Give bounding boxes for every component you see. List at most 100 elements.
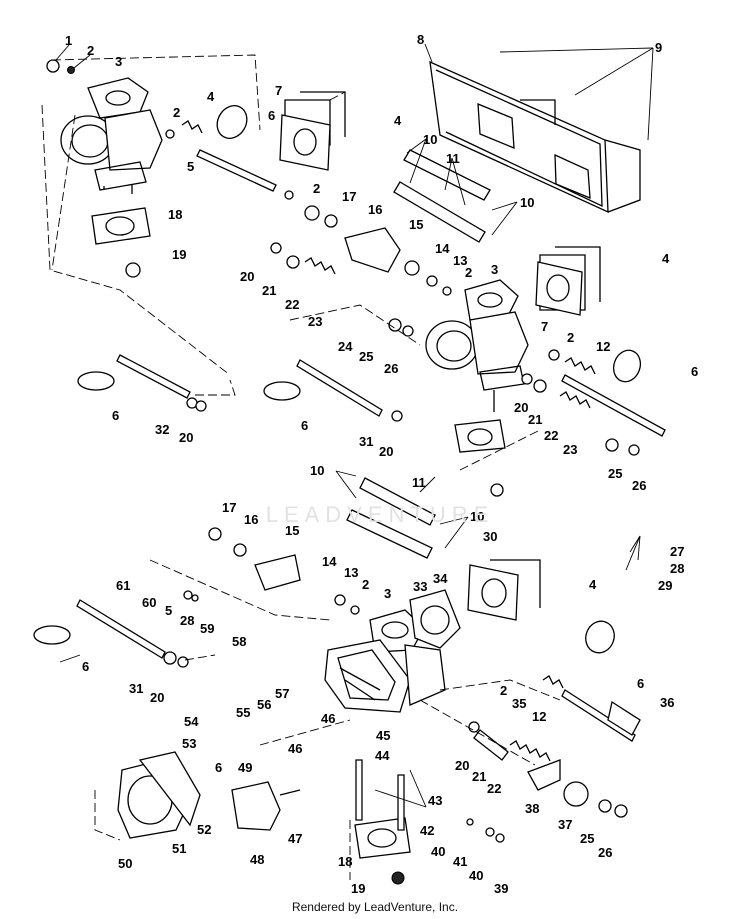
callout-8: 8 [417,32,424,47]
callout-25: 25 [359,349,373,364]
callout-2: 2 [362,577,369,592]
throttle-shafts [76,149,666,742]
callout-21: 21 [528,412,542,427]
callout-16: 16 [244,512,258,527]
callout-4: 4 [207,89,215,104]
callout-42: 42 [420,823,434,838]
callout-39: 39 [494,881,508,896]
adapter-plate-middle [535,261,583,316]
callout-44: 44 [375,748,390,763]
callout-28: 28 [180,613,194,628]
callout-6: 6 [215,760,222,775]
callout-23: 23 [563,442,577,457]
callout-6: 6 [637,676,644,691]
callout-25: 25 [608,466,622,481]
callout-31: 31 [129,681,143,696]
callout-20: 20 [240,269,254,284]
callout-2: 2 [87,43,94,58]
callout-19: 19 [351,881,365,896]
callout-34: 34 [433,571,448,586]
callout-10: 10 [520,195,534,210]
callout-26: 26 [598,845,612,860]
callout-20: 20 [150,690,164,705]
callout-22: 22 [487,781,501,796]
callout-9: 9 [655,40,662,55]
carburetor-upper-left [60,77,163,194]
callout-4: 4 [589,577,597,592]
callout-2: 2 [173,105,180,120]
callout-23: 23 [308,314,322,329]
callout-46: 46 [321,711,335,726]
leader-lines [55,43,654,808]
callout-47: 47 [288,831,302,846]
callout-51: 51 [172,841,186,856]
brackets [254,227,401,591]
gasket-middle [454,419,506,453]
callout-14: 14 [435,241,450,256]
callout-22: 22 [285,297,299,312]
callout-16: 16 [368,202,382,217]
callout-10: 10 [310,463,324,478]
callout-13: 13 [453,253,467,268]
callout-26: 26 [632,478,646,493]
springs [181,120,596,762]
callout-35: 35 [512,696,526,711]
callout-11: 11 [446,151,460,166]
watermark: LEADVENTURE [265,502,495,527]
callout-26: 26 [384,361,398,376]
callout-7: 7 [275,83,282,98]
callout-43: 43 [428,793,442,808]
callout-58: 58 [232,634,246,649]
callout-54: 54 [184,714,199,729]
callout-38: 38 [525,801,539,816]
callout-61: 61 [116,578,130,593]
callout-30: 30 [483,529,497,544]
callout-labels: 1 2 3 2 4 5 6 7 8 9 4 10 11 10 2 17 16 1… [65,32,698,896]
callout-2: 2 [465,265,472,280]
callout-41: 41 [453,854,467,869]
callout-10: 10 [470,509,484,524]
carburetor-middle-right [425,279,529,412]
callout-24: 24 [338,339,353,354]
tubes [346,149,491,559]
callout-55: 55 [236,705,250,720]
callout-52: 52 [197,822,211,837]
callout-15: 15 [285,523,299,538]
callout-20: 20 [514,400,528,415]
callout-20: 20 [455,758,469,773]
callout-5: 5 [165,603,172,618]
callout-12: 12 [532,709,546,724]
callout-53: 53 [182,736,196,751]
callout-4: 4 [662,251,670,266]
callout-3: 3 [491,262,498,277]
callout-37: 37 [558,817,572,832]
callout-60: 60 [142,595,156,610]
callout-20: 20 [379,444,393,459]
assembly-lines [41,54,561,880]
callout-21: 21 [262,283,276,298]
butterfly-discs [33,105,642,654]
callout-6: 6 [691,364,698,379]
lower-assembly-parts [117,589,641,839]
callout-46: 46 [288,741,302,756]
footer-credit: Rendered by LeadVenture, Inc. [291,900,459,914]
callout-50: 50 [118,856,132,871]
callout-3: 3 [384,586,391,601]
callout-3: 3 [115,54,122,69]
callout-6: 6 [82,659,89,674]
callout-11: 11 [412,475,426,490]
callout-22: 22 [544,428,558,443]
gasket-lower [354,817,411,859]
callout-19: 19 [172,247,186,262]
callout-2: 2 [313,181,320,196]
adapter-plate-upper [279,114,331,171]
callout-2: 2 [567,330,574,345]
callout-27: 27 [670,544,684,559]
callout-20: 20 [179,430,193,445]
callout-56: 56 [257,697,271,712]
callout-17: 17 [222,500,236,515]
callout-49: 49 [238,760,252,775]
callout-31: 31 [359,434,373,449]
callout-40: 40 [431,844,445,859]
carburetor-lower-center [324,609,446,713]
